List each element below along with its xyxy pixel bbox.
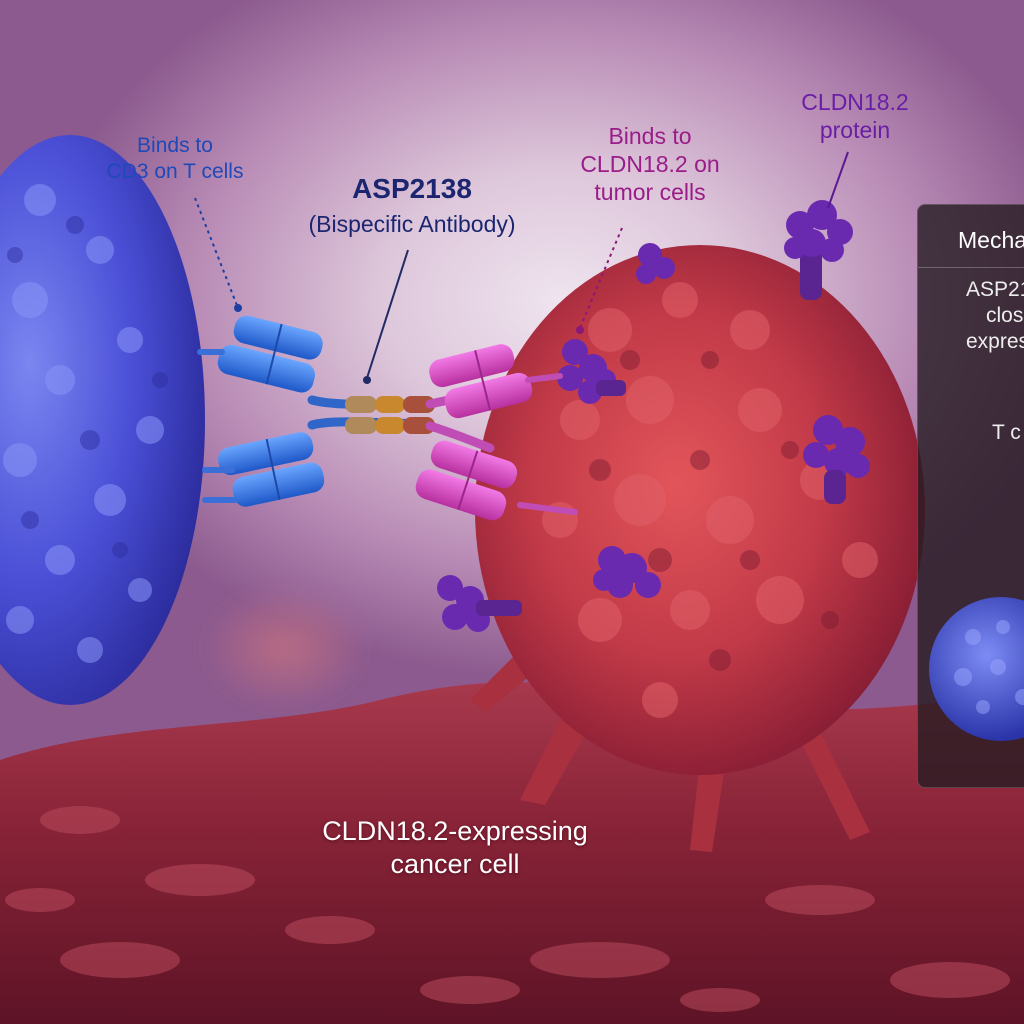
cancer-cell-label: CLDN18.2-expressing cancer cell	[260, 815, 650, 881]
cldn-binding-line1: Binds to	[608, 123, 692, 149]
cancer-cell-line1: CLDN18.2-expressing	[322, 816, 588, 846]
protein-line1: CLDN18.2	[801, 89, 909, 115]
cldn-protein-top	[784, 200, 853, 300]
tissue-ground	[0, 682, 1024, 1024]
antibody-label: ASP2138 (Bispecific Antibody)	[262, 172, 562, 238]
mechanism-panel: Mecha ASP21 clos expres T c	[917, 204, 1024, 788]
antibody-type: (Bispecific Antibody)	[308, 211, 516, 238]
bispecific-antibody	[197, 315, 578, 521]
panel-title: Mecha	[958, 227, 1024, 253]
antibody-name: ASP2138	[352, 173, 472, 204]
panel-body-line1: ASP21	[966, 278, 1024, 301]
panel-body-line3: expres	[966, 330, 1024, 354]
panel-tcell-text: T c	[992, 421, 1021, 444]
cd3-binding-label: Binds to CD3 on T cells	[70, 133, 280, 184]
cldn-protein-floating	[636, 243, 675, 284]
cldn-binding-line2: CLDN18.2 on	[580, 151, 720, 178]
panel-body-line2: clos	[986, 304, 1024, 328]
cldn-binding-label: Binds to CLDN18.2 on tumor cells	[545, 122, 755, 206]
panel-body: ASP21 clos expres	[966, 277, 1024, 355]
t-cell	[0, 135, 205, 705]
cldn-binding-line3: tumor cells	[594, 179, 706, 206]
tissue-texture	[5, 806, 1010, 1012]
protein-line2: protein	[819, 117, 891, 144]
protein-label: CLDN18.2 protein	[780, 88, 930, 144]
cldn-protein-binding	[557, 339, 626, 404]
cldn-protein-left	[437, 575, 522, 632]
cldn-proteins	[437, 200, 870, 632]
cldn-protein-lower	[593, 546, 661, 598]
cancer-cell-line2: cancer cell	[390, 848, 520, 879]
cd3-binding-line2: CD3 on T cells	[106, 159, 244, 183]
cd3-binding-line1: Binds to	[137, 134, 213, 157]
panel-divider	[918, 267, 1024, 268]
cldn-protein-right	[803, 415, 870, 504]
leader-lines	[194, 151, 849, 384]
panel-t-cell-image	[929, 597, 1024, 741]
background-cell	[203, 586, 367, 710]
